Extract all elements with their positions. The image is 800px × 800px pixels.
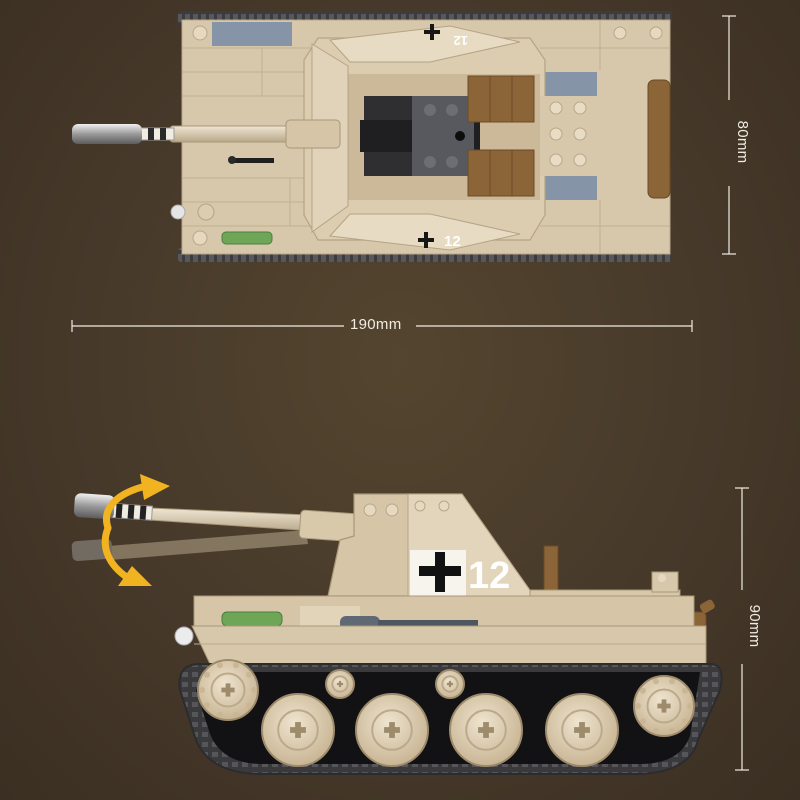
road-wheel: [545, 693, 619, 767]
top-height-dimension-label: 80mm: [733, 120, 751, 164]
road-wheel: [355, 693, 429, 767]
top-dimension-lines: [71, 15, 736, 332]
side-green-canister: [221, 611, 283, 627]
side-gun-barrel: [73, 493, 362, 543]
top-tactical-number-rev: 12: [454, 33, 468, 48]
top-ammo-1: [467, 75, 535, 123]
side-balkenkreuz: [410, 550, 466, 596]
top-rear-barrel: [647, 79, 671, 199]
top-balkenkreuz-2: [418, 232, 434, 248]
side-hull-lower: [191, 625, 707, 665]
road-wheels: [197, 659, 695, 767]
idler-wheel: [633, 675, 695, 737]
side-height-dimension-label: 90mm: [745, 604, 763, 648]
top-tactical-number: 12: [444, 233, 461, 250]
top-balkenkreuz-1: [424, 24, 440, 40]
side-view: 12: [71, 474, 723, 775]
side-tactical-number: 12: [468, 555, 510, 597]
top-accent-1: [212, 22, 292, 46]
sprocket-wheel: [197, 659, 259, 721]
top-green-canister: [221, 231, 273, 245]
top-ammo-2: [467, 149, 535, 197]
return-wheel: [435, 669, 465, 699]
return-wheel: [325, 669, 355, 699]
width-dimension-label: 190mm: [350, 316, 402, 333]
elevation-arrow-icon: [101, 474, 170, 586]
road-wheel: [449, 693, 523, 767]
top-gun-barrel: [72, 119, 341, 149]
road-wheel: [261, 693, 335, 767]
top-view: 12 12: [72, 11, 672, 262]
side-dimension-lines: [735, 487, 749, 771]
